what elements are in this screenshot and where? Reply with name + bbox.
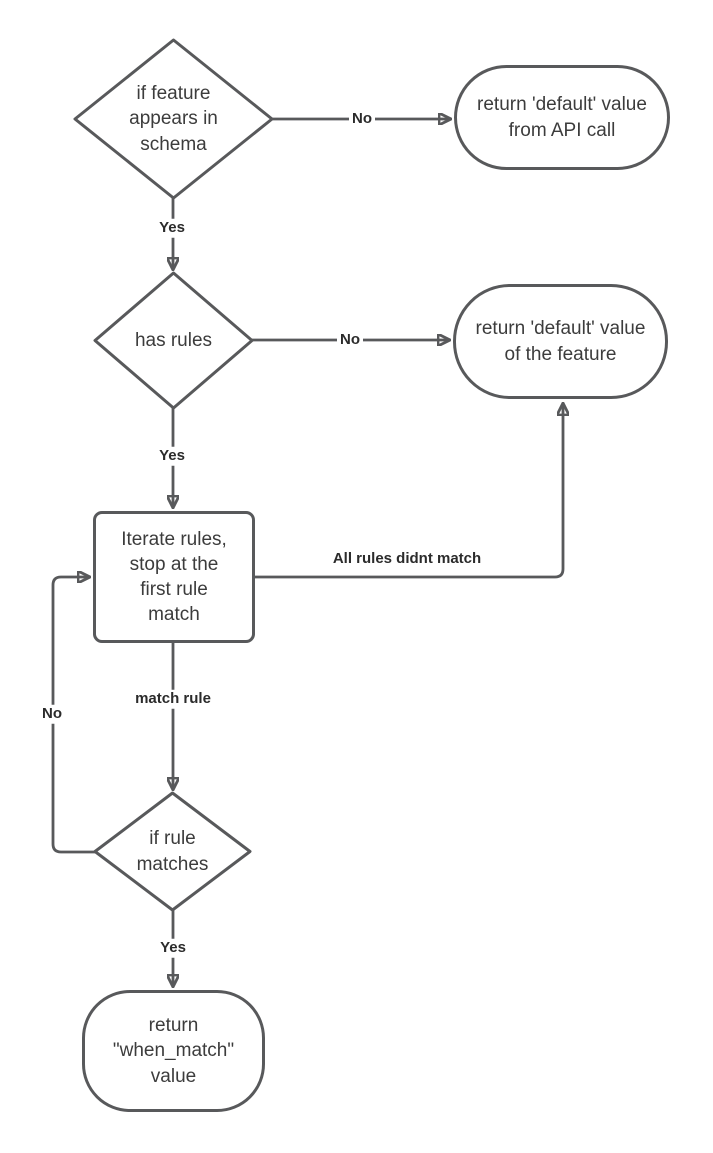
terminal-return-default-feature: return 'default' value of the feature [453, 284, 668, 399]
edge-all-rules-didnt-match-arrow [255, 405, 563, 579]
edge-label-match-rule: match rule [132, 689, 214, 709]
node-label: return 'default' value from API call [477, 94, 647, 141]
edge-label-yes: Yes [156, 446, 188, 466]
edge-label-no: No [349, 109, 375, 129]
diamond-shape [95, 793, 250, 910]
edge-label-yes: Yes [157, 938, 189, 958]
edge-label-no: No [337, 330, 363, 350]
node-label: return 'default' value of the feature [475, 318, 646, 365]
node-label: return "when_match" value [112, 1015, 235, 1087]
diamond-shape [95, 273, 252, 408]
node-label: Iterate rules, stop at the first rule ma… [121, 528, 227, 626]
edge-label-all-rules-didnt-match: All rules didnt match [329, 549, 485, 569]
edge-label-yes: Yes [156, 218, 188, 238]
decision-feature-in-schema: if feature appears in schema [75, 40, 272, 198]
terminal-return-when-match: return "when_match" value [82, 990, 265, 1112]
edge-label-no: No [39, 704, 65, 724]
decision-has-rules: has rules [95, 273, 252, 408]
diamond-shape [75, 40, 272, 198]
process-iterate-rules: Iterate rules, stop at the first rule ma… [93, 511, 255, 643]
decision-rule-matches: if rule matches [95, 793, 250, 910]
terminal-return-default-api: return 'default' value from API call [454, 65, 670, 170]
